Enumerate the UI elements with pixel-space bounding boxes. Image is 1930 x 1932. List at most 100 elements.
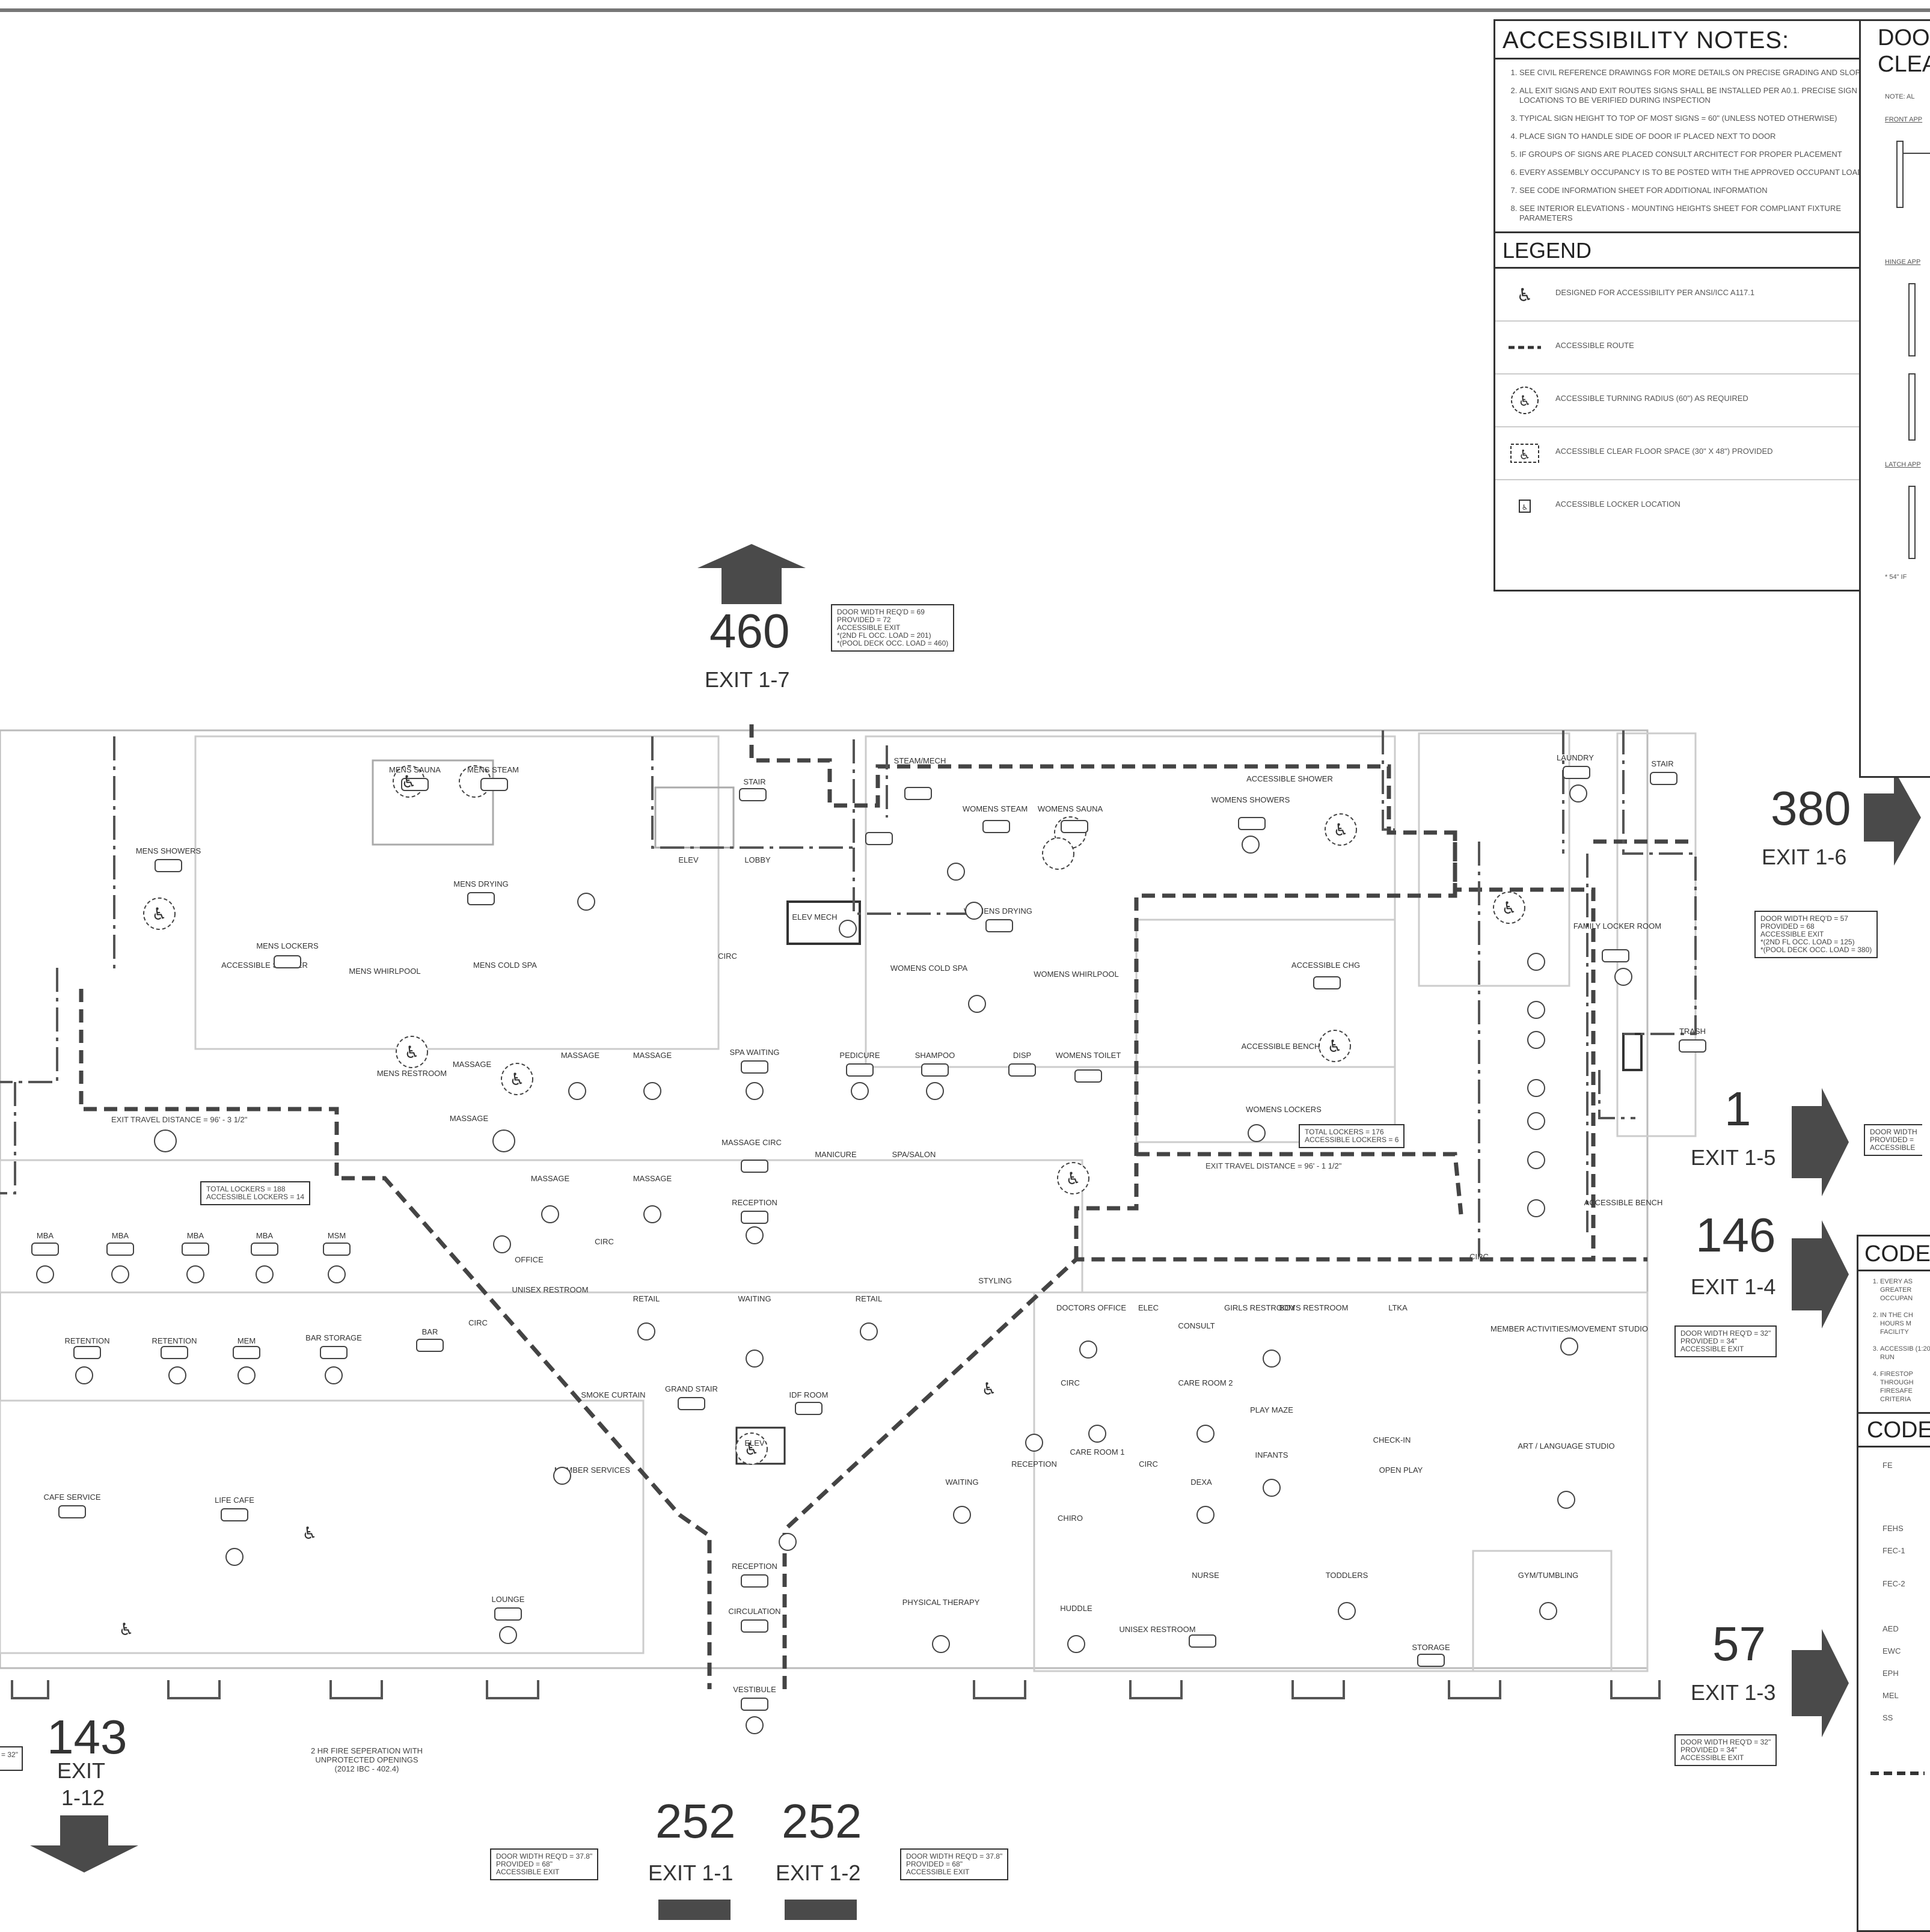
door-panel-sub3: LATCH APP <box>1885 461 1921 468</box>
svg-text:OPEN PLAY: OPEN PLAY <box>1379 1466 1423 1475</box>
code-panel-title: CODE <box>1858 1237 1930 1271</box>
svg-text:MBA: MBA <box>187 1231 204 1240</box>
exit-1-12-label-2: 1-12 <box>61 1785 105 1810</box>
lockers-women-accessible: ACCESSIBLE LOCKERS = 6 <box>1305 1136 1399 1144</box>
svg-text:MASSAGE: MASSAGE <box>531 1174 570 1183</box>
svg-text:MBA: MBA <box>112 1231 129 1240</box>
svg-text:WOMENS LOCKERS: WOMENS LOCKERS <box>1246 1105 1322 1114</box>
exit-1-6-door-note: DOOR WIDTH REQ'D = 57 PROVIDED = 68 ACCE… <box>1754 911 1878 958</box>
door-line: PROVIDED = <box>1870 1136 1914 1144</box>
exit-1-4-label: EXIT 1-4 <box>1691 1274 1776 1299</box>
legend-row-locker: ♿ ACCESSIBLE LOCKER LOCATION <box>1495 480 1880 532</box>
lockers-note-women: TOTAL LOCKERS = 176 ACCESSIBLE LOCKERS =… <box>1299 1124 1405 1148</box>
svg-text:MENS DRYING: MENS DRYING <box>453 879 509 888</box>
svg-text:♿: ♿ <box>1333 820 1348 840</box>
door-diagram-latch <box>1908 486 1916 559</box>
building-walls <box>0 729 1697 1672</box>
svg-text:PHYSICAL THERAPY: PHYSICAL THERAPY <box>902 1598 980 1607</box>
svg-text:♿: ♿ <box>1327 1036 1342 1056</box>
room-number-tags <box>31 766 1706 1711</box>
legend-label: ACCESSIBLE CLEAR FLOOR SPACE (30" x 48")… <box>1555 447 1773 456</box>
svg-text:GYM/TUMBLING: GYM/TUMBLING <box>1518 1571 1578 1580</box>
exit-arrow-1-3 <box>1792 1629 1849 1737</box>
code-abbr: EPH <box>1883 1669 1899 1678</box>
svg-text:RECEPTION: RECEPTION <box>732 1562 777 1571</box>
svg-text:RETENTION: RETENTION <box>64 1336 109 1345</box>
door-line: DOOR WIDTH <box>1870 1128 1917 1136</box>
svg-text:LTKA: LTKA <box>1388 1303 1408 1312</box>
legend-row-turning: ♿ ACCESSIBLE TURNING RADIUS (60") AS REQ… <box>1495 374 1880 427</box>
fire-separation-note: 2 HR FIRE SEPERATION WITH UNPROTECTED OP… <box>283 1746 451 1773</box>
code-abbr: FEC-2 <box>1883 1579 1905 1588</box>
exit-1-5-load: 1 <box>1724 1082 1751 1136</box>
svg-text:CIRCULATION: CIRCULATION <box>728 1607 780 1616</box>
accessibility-notes-panel: ACCESSIBILITY NOTES: SEE CIVIL REFERENCE… <box>1493 19 1882 592</box>
exit-arrow-1-6 <box>1864 769 1921 866</box>
sheet-top-border <box>0 8 1930 12</box>
svg-text:WOMENS COLD SPA: WOMENS COLD SPA <box>890 964 968 973</box>
exit-1-7-door-note: DOOR WIDTH REQ'D = 69 PROVIDED = 72 ACCE… <box>831 604 955 652</box>
code-abbr: FEC-1 <box>1883 1546 1905 1555</box>
svg-text:MENS SAUNA: MENS SAUNA <box>389 765 441 774</box>
code-abbr: AED <box>1883 1624 1899 1633</box>
svg-text:MEMBER ACTIVITIES/MOVEMENT STU: MEMBER ACTIVITIES/MOVEMENT STUDIO <box>1490 1324 1648 1333</box>
svg-text:MEMBER SERVICES: MEMBER SERVICES <box>554 1466 631 1475</box>
svg-text:ACCESSIBLE SHOWER: ACCESSIBLE SHOWER <box>1246 774 1333 783</box>
exit-arrow-1-12 <box>30 1815 138 1872</box>
exit-1-6-load: 380 <box>1771 781 1851 835</box>
exit-1-12-label-1: EXIT <box>57 1758 106 1783</box>
svg-text:IDF ROOM: IDF ROOM <box>789 1390 829 1399</box>
svg-text:WOMENS SAUNA: WOMENS SAUNA <box>1038 804 1103 813</box>
svg-text:♿: ♿ <box>1519 448 1531 463</box>
door-panel-title-1: DOO <box>1878 25 1930 50</box>
svg-text:CIRC: CIRC <box>1469 1252 1489 1261</box>
door-line: *(2ND FL OCC. LOAD = 201) <box>837 631 931 640</box>
svg-text:STEAM/MECH: STEAM/MECH <box>894 756 946 765</box>
svg-text:FAMILY LOCKER ROOM: FAMILY LOCKER ROOM <box>1573 922 1661 931</box>
door-line: PROVIDED = 72 <box>837 616 891 624</box>
legend-label: ACCESSIBLE TURNING RADIUS (60") AS REQUI… <box>1555 394 1748 403</box>
code-note: EVERY AS GREATER OCCUPAN <box>1880 1277 1930 1303</box>
door-clearance-panel: DOO CLEA NOTE: AL FRONT APP HINGE APP LA… <box>1859 19 1930 778</box>
fire-sep-line2: UNPROTECTED OPENINGS <box>315 1755 418 1764</box>
door-line: DOOR WIDTH REQ'D = 32" <box>1680 1329 1771 1337</box>
svg-text:CIRC: CIRC <box>718 952 737 961</box>
svg-text:UNISEX RESTROOM: UNISEX RESTROOM <box>512 1285 588 1294</box>
svg-text:MBA: MBA <box>37 1231 54 1240</box>
travel-distance-right: EXIT TRAVEL DISTANCE = 96' - 1 1/2" <box>1205 1161 1342 1170</box>
door-line: ACCESSIBLE EXIT <box>837 623 901 632</box>
svg-text:♿: ♿ <box>981 1379 996 1399</box>
door-line: DOOR WIDTH REQ'D = 32" <box>1680 1738 1771 1746</box>
code-abbr: EWC <box>1883 1646 1901 1655</box>
svg-text:BOYS RESTROOM: BOYS RESTROOM <box>1279 1303 1349 1312</box>
svg-text:ACCESSIBLE CHG: ACCESSIBLE CHG <box>1291 961 1360 970</box>
svg-text:RECEPTION: RECEPTION <box>1011 1460 1057 1469</box>
door-line: ACCESSIBLE EXIT <box>1760 930 1824 938</box>
exit-1-3-label: EXIT 1-3 <box>1691 1680 1776 1705</box>
door-line: DOOR WIDTH REQ'D = 37.8" <box>496 1852 593 1860</box>
svg-text:PLAY MAZE: PLAY MAZE <box>1250 1405 1293 1414</box>
svg-text:STORAGE: STORAGE <box>1412 1643 1450 1652</box>
code-note: ACCESSIB (1:20 RUN <box>1880 1345 1930 1362</box>
svg-text:RETAIL: RETAIL <box>856 1294 883 1303</box>
svg-text:STAIR: STAIR <box>1651 759 1673 768</box>
code-abbr: SS <box>1883 1713 1893 1722</box>
exit-1-7-label: EXIT 1-7 <box>705 667 790 692</box>
svg-text:DEXA: DEXA <box>1190 1478 1212 1487</box>
svg-text:CHECK-IN: CHECK-IN <box>1373 1435 1411 1444</box>
svg-text:♿: ♿ <box>152 904 167 924</box>
svg-text:ELEV: ELEV <box>678 855 699 864</box>
exit-1-5-door-note: DOOR WIDTH PROVIDED = ACCESSIBLE <box>1864 1124 1922 1156</box>
travel-distance-left: EXIT TRAVEL DISTANCE = 96' - 3 1/2" <box>111 1115 248 1124</box>
note-item: EVERY ASSEMBLY OCCUPANCY IS TO BE POSTED… <box>1519 168 1872 177</box>
exit-bar-1-2 <box>785 1900 857 1920</box>
svg-text:WOMENS STEAM: WOMENS STEAM <box>963 804 1028 813</box>
svg-text:♿: ♿ <box>744 1439 759 1459</box>
accessibility-icon: ♿ <box>1517 285 1533 306</box>
svg-text:INFANTS: INFANTS <box>1255 1451 1288 1460</box>
svg-text:TODDLERS: TODDLERS <box>1326 1571 1368 1580</box>
svg-text:SMOKE CURTAIN: SMOKE CURTAIN <box>581 1390 645 1399</box>
svg-text:♿: ♿ <box>401 772 416 792</box>
svg-text:CHIRO: CHIRO <box>1058 1514 1083 1523</box>
